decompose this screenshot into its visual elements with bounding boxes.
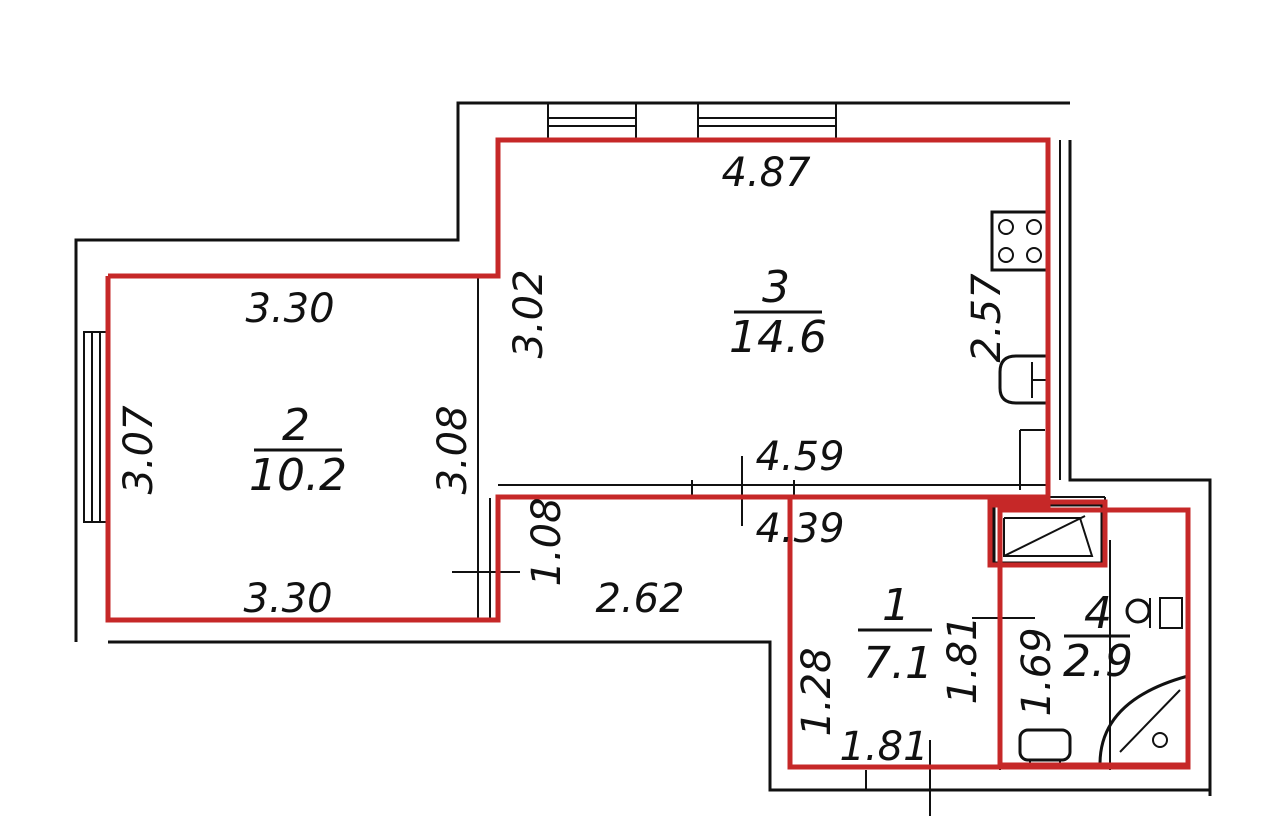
dim-room3-left: 3.02 <box>506 269 552 358</box>
dim-room2-bottom: 3.30 <box>243 576 332 622</box>
room4-outline <box>997 507 1191 770</box>
window-top-left <box>547 102 637 141</box>
window-left <box>83 331 109 523</box>
washbasin-icon <box>1125 597 1183 629</box>
walls <box>74 101 1212 796</box>
bath-outline <box>987 499 1108 568</box>
sink-icon <box>998 354 1048 405</box>
room-1-label: 1 7.1 <box>858 580 933 689</box>
corner-shower-icon <box>1098 674 1190 766</box>
bathtub-icon <box>992 503 1104 565</box>
dim-room1-top: 4.39 <box>755 506 844 552</box>
svg-text:14.6: 14.6 <box>729 312 827 363</box>
dim-room1-mid: 2.62 <box>595 576 684 622</box>
dim-room1-lower-left: 1.28 <box>794 647 840 736</box>
svg-text:3: 3 <box>762 262 790 313</box>
stove-icon <box>990 210 1050 272</box>
dim-room4-left: 1.69 <box>1014 627 1060 716</box>
dim-room3-right: 2.57 <box>964 273 1010 363</box>
dim-room2-left: 3.07 <box>116 405 162 495</box>
dim-room3-bottom: 4.59 <box>755 434 844 480</box>
room-3-label: 3 14.6 <box>729 262 827 363</box>
toilet-icon <box>1018 728 1072 768</box>
svg-text:10.2: 10.2 <box>249 450 347 501</box>
room-4-label: 4 2.9 <box>1063 588 1133 687</box>
dim-room1-left: 1.08 <box>524 497 570 586</box>
svg-text:2: 2 <box>282 400 310 451</box>
window-top-right <box>697 102 837 141</box>
svg-text:4: 4 <box>1084 588 1112 639</box>
dim-room1-right: 1.81 <box>940 615 986 704</box>
dim-room3-top: 4.87 <box>721 150 811 196</box>
dim-room2-right: 3.08 <box>430 405 476 494</box>
dim-room2-top: 3.30 <box>245 286 334 332</box>
room-2-label: 2 10.2 <box>249 400 347 501</box>
svg-text:1: 1 <box>882 580 910 631</box>
dim-room1-bottom: 1.81 <box>839 724 928 770</box>
svg-text:2.9: 2.9 <box>1063 636 1133 687</box>
area-outlines <box>105 137 1191 770</box>
svg-text:7.1: 7.1 <box>863 638 933 689</box>
dimension-labels: 4.87 3.02 2.57 4.59 3.30 3.07 3.08 3.30 … <box>116 150 1060 770</box>
